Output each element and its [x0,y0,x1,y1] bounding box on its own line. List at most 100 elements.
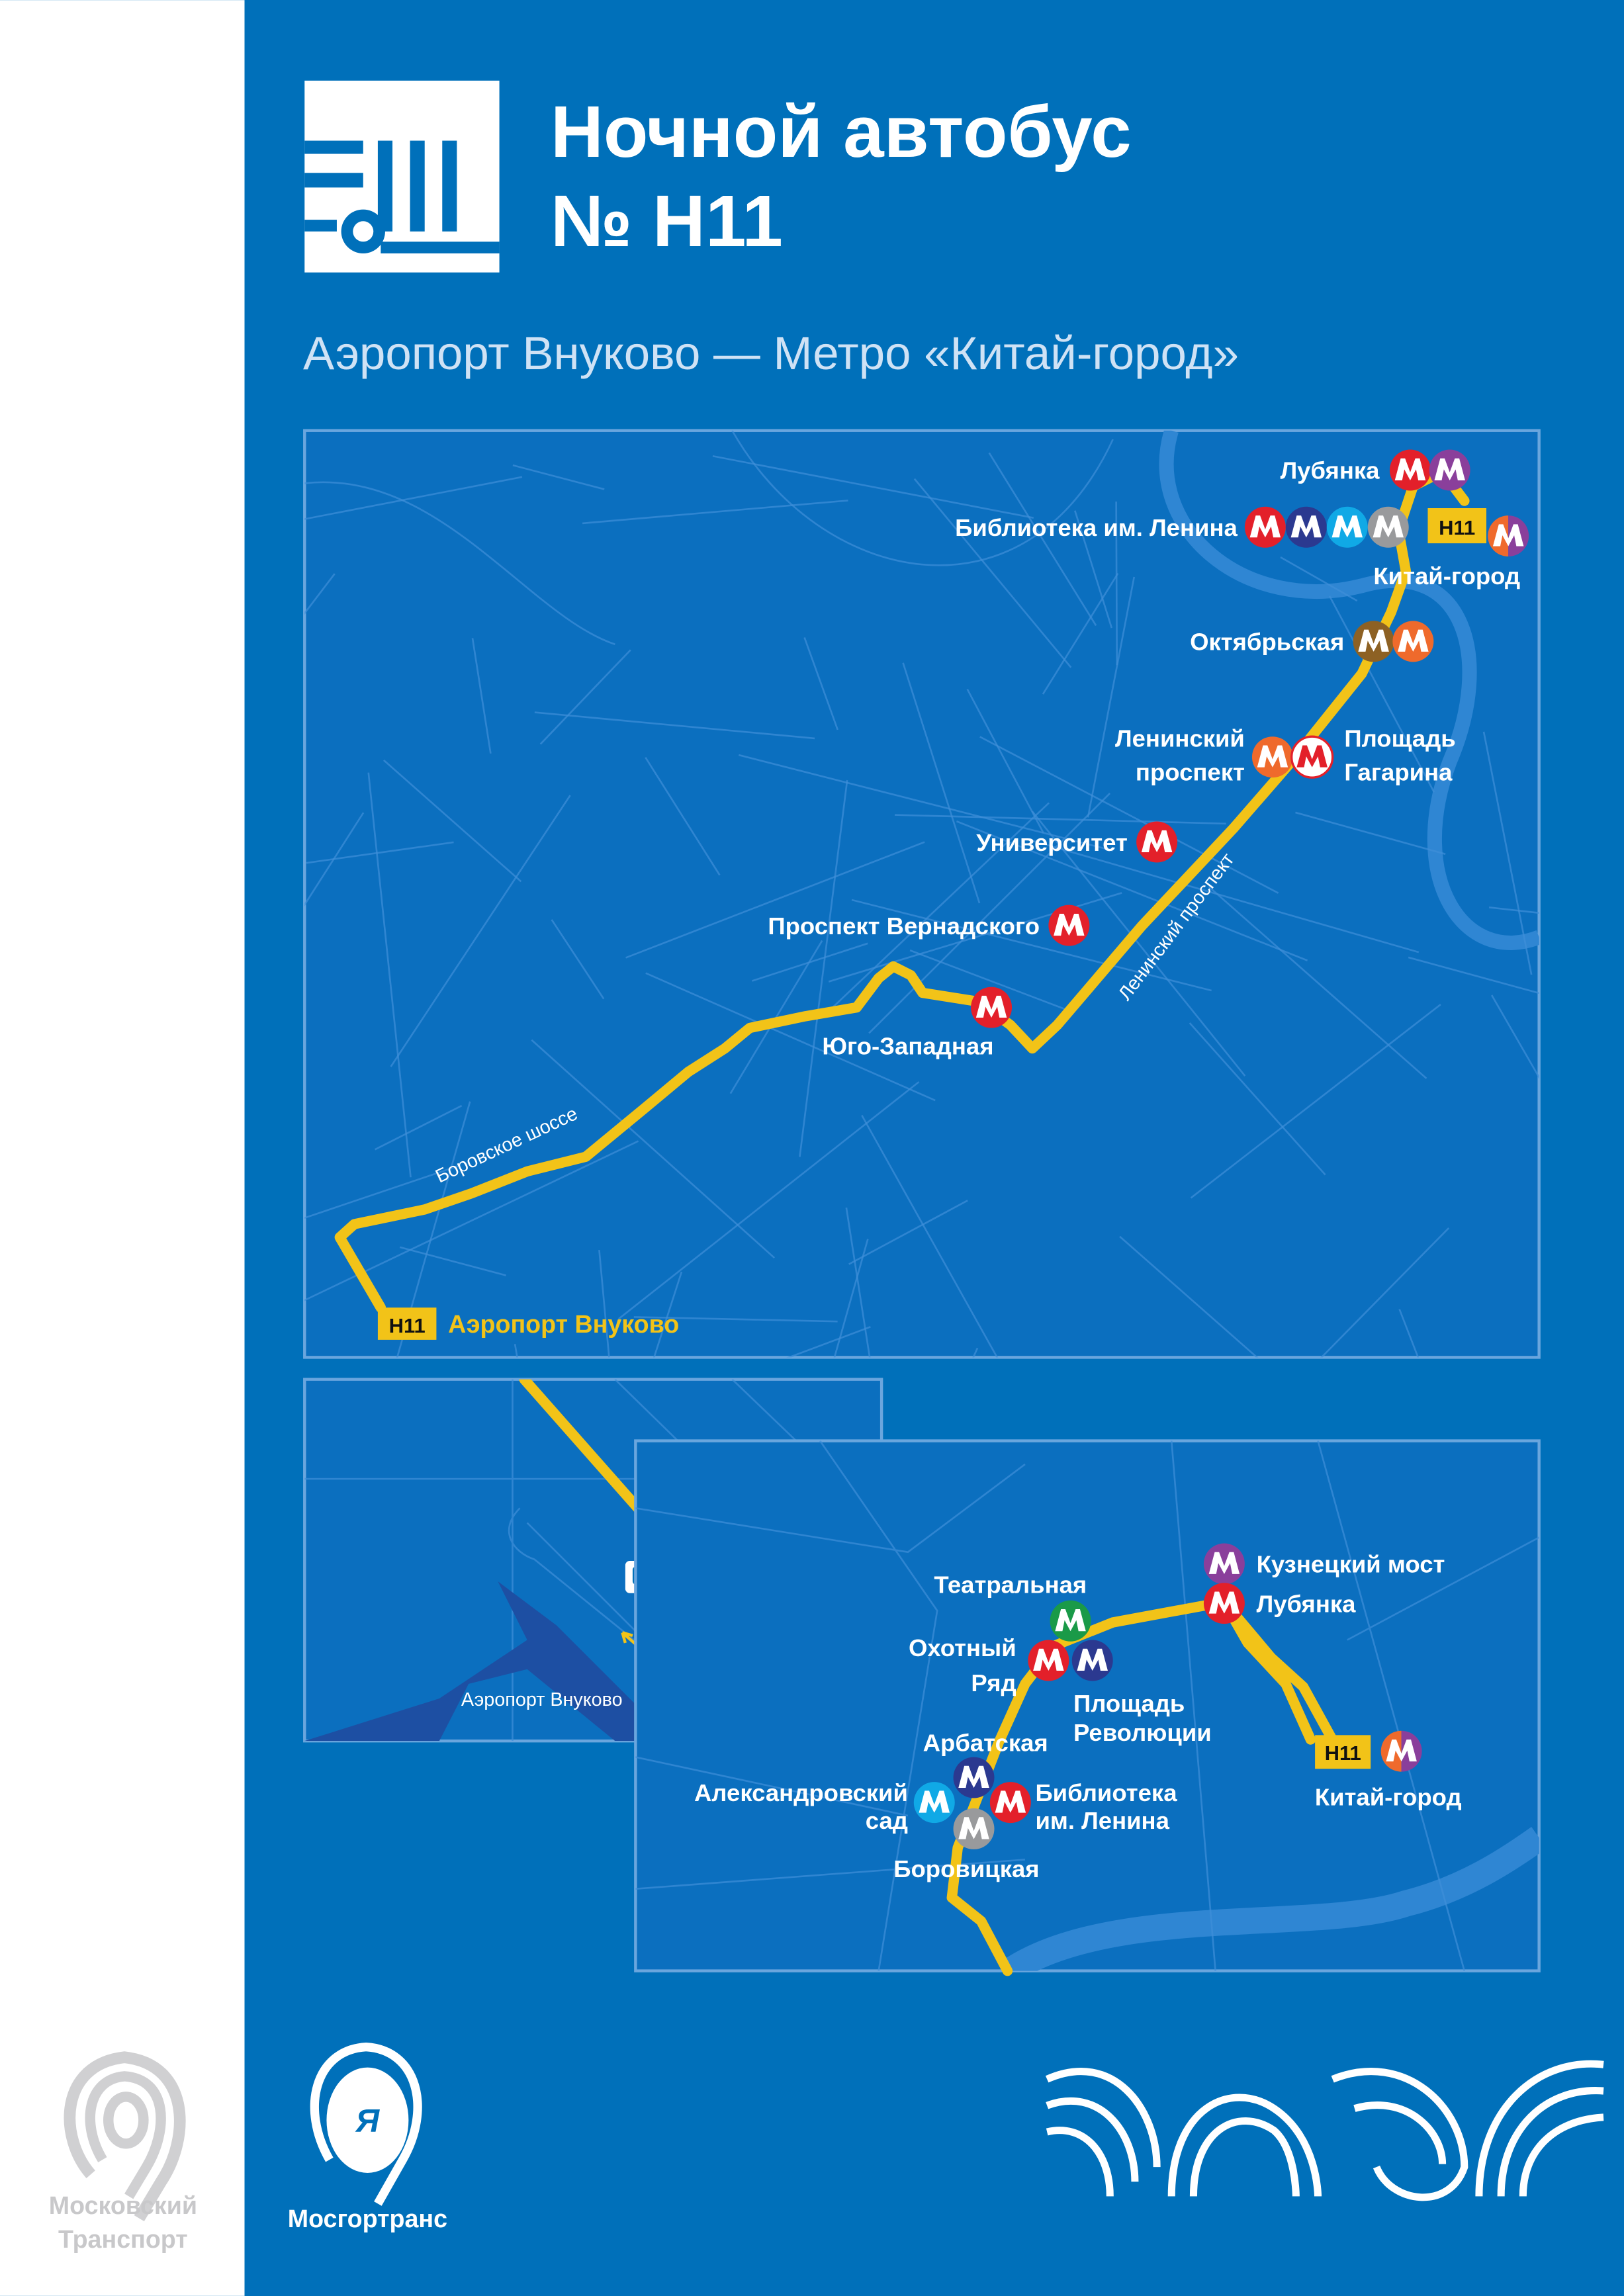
route-badge-terminus-north: Н11 [1427,508,1486,544]
station-teatralnaya[interactable]: Театральная [934,1571,1091,1642]
street-line [304,476,523,520]
route-badge: Н11 [389,1314,426,1337]
street-line [374,1104,463,1151]
terminus-vnukovo[interactable]: Н11 Аэропорт Внуково [377,1307,679,1340]
svg-text:Н11: Н11 [1325,1742,1361,1765]
station-label: Александровский [694,1779,908,1806]
metro-icon [1285,506,1327,548]
street-line [304,812,365,906]
station-biblioteka[interactable]: Библиотека им. Ленина [955,506,1409,548]
street-line [1087,576,1136,818]
station-label: Проспект Вернадского [768,912,1040,940]
street-line [956,820,1308,961]
svg-text:Московский: Московский [49,2191,197,2219]
station-oktyabrskaya[interactable]: Октябрьская [1190,621,1434,662]
station-label: Китай-город [1315,1784,1462,1811]
svg-text:Мосгортранс: Мосгортранс [288,2205,447,2232]
station-label: сад [866,1807,908,1834]
street-line [1328,595,1435,793]
street-line [868,793,1111,1034]
street-line [894,814,1226,825]
street-line [1074,510,1113,629]
street-line [799,779,848,1157]
street-line [1295,811,1446,856]
street-line [534,711,815,740]
street-line [1320,1227,1450,1358]
street-line [738,754,1114,852]
inset-center-map[interactable]: Кузнецкий мост Лубянка Театральная Охотн… [634,1439,1541,1976]
street-line [1189,1022,1326,1176]
station-label: Охотный [909,1634,1016,1661]
street-line [383,759,522,883]
station-vernadskogo[interactable]: Проспект Вернадского [768,905,1090,946]
street-line [1031,811,1246,1077]
station-label: Октябрьская [1190,629,1344,656]
metro-icon [1050,1600,1091,1642]
svg-text:Я: Я [355,2103,381,2139]
station-borovitskaya[interactable]: Боровицкая [893,1808,1040,1882]
main-map[interactable]: Боровское шоссе Ленинский проспект Лубян… [129,429,1624,1675]
street-line [833,1239,869,1358]
station-universitet[interactable]: Университет [976,821,1178,863]
street-line [988,452,1097,627]
metro-icon [1389,449,1431,491]
station-kuznetsky-most[interactable]: Кузнецкий мост [1203,1543,1445,1585]
metro-icon [971,987,1013,1028]
metro-icon [1203,1583,1245,1624]
street-line [598,1250,610,1358]
station-arbatskaya[interactable]: Арбатская [923,1730,1048,1798]
metro-icon [1048,905,1090,946]
station-label: Арбатская [923,1730,1048,1757]
street-line [845,1207,871,1358]
street-line [367,772,412,1178]
station-ploshchad-gagarina[interactable]: Площадь Гагарина [1290,725,1456,786]
street-line [1482,731,1533,975]
station-alexandrovsky-sad[interactable]: Александровский сад [694,1779,955,1834]
terminus-kitay-gorod[interactable]: Н11 Китай-город [1315,1730,1462,1811]
street-line [861,1115,999,1358]
metro-icon [1071,1640,1113,1681]
mosgortrans-logo: Я Мосгортранс [288,2043,447,2232]
metro-icon [1251,736,1293,778]
svg-text:Н11: Н11 [1439,516,1475,539]
airport-label: Аэропорт Внуково [461,1689,623,1710]
title-line1: Ночной автобус [551,91,1132,173]
airport-terminal-area [304,1581,645,1742]
station-leninsky-prospekt[interactable]: Ленинский проспект [1115,725,1293,786]
station-okhotny-ryad[interactable]: Охотный Ряд [909,1634,1069,1697]
street-line [582,500,848,525]
street-line [512,464,605,490]
station-label: Кузнецкий мост [1257,1551,1445,1578]
station-lubyanka-inset[interactable]: Лубянка [1203,1583,1356,1624]
street-line [399,1246,506,1276]
station-ploshchad-revolyutsii[interactable]: Площадь Революции [1071,1640,1212,1747]
metro-icon [1028,1640,1069,1681]
street-line [902,662,981,904]
street-line [304,1165,460,1219]
metro-icon [1367,506,1409,548]
river [1003,1827,1539,1971]
street-line [390,795,571,1067]
station-lubyanka[interactable]: Лубянка [1281,449,1470,491]
street-line [653,1271,683,1358]
station-yugo-zapadnaya[interactable]: Юго-Западная [822,987,1013,1060]
station-label: Лубянка [1281,457,1380,484]
street-line [645,756,721,876]
station-biblioteka-inset[interactable]: Библиотека им. Ленина [989,1779,1177,1834]
street-line [539,649,631,745]
street-line [1490,994,1539,1079]
street-line [1488,906,1539,914]
street-line [531,1039,776,1259]
street-line [551,919,605,1000]
metro-icon [1392,621,1434,662]
station-kitay-gorod[interactable]: Китай-город [1373,515,1529,590]
moscow-transport-logo: Московский Транспорт [49,2051,197,2253]
street-line [851,899,1212,992]
street-line [1190,1004,1441,1199]
metro-icon [953,1808,995,1849]
river [1159,430,1539,950]
street-line [306,841,454,864]
street-line [909,949,1066,1010]
street-line [625,841,925,959]
